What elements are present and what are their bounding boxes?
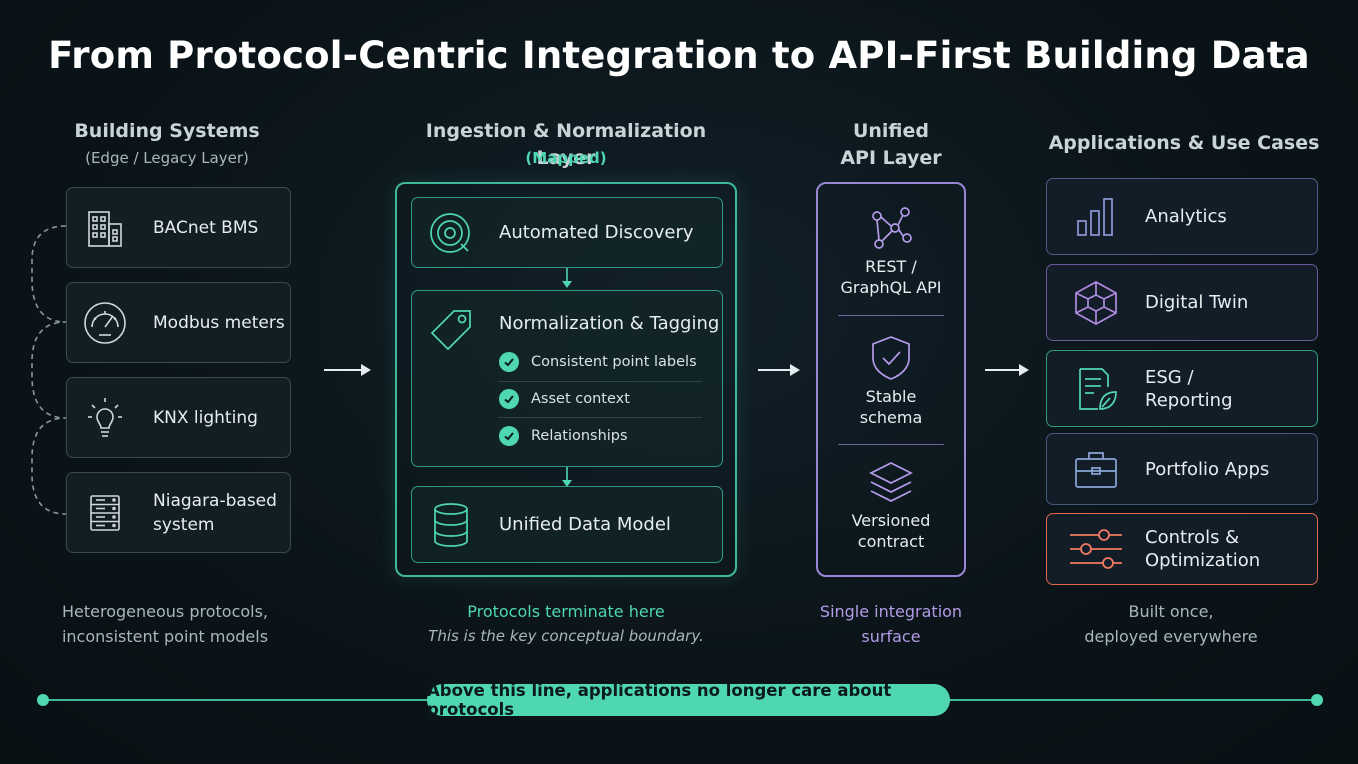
- app-label-line1: Analytics: [1145, 206, 1227, 227]
- graph-nodes-icon: [872, 207, 912, 249]
- database-icon: [434, 503, 468, 547]
- system-card-niagara[interactable]: Niagara-based system: [66, 472, 291, 553]
- checkmark-icon: [499, 389, 519, 409]
- baseline-label: Above this line, applications no longer …: [427, 681, 950, 719]
- checkmark-icon: [499, 426, 519, 446]
- ingestion-layer-panel: Automated Discovery Normalization & Tagg…: [395, 182, 737, 577]
- app-label-line2: Reporting: [1145, 389, 1233, 411]
- divider: [838, 315, 944, 316]
- bar-chart-icon: [1047, 195, 1145, 239]
- divider: [498, 417, 702, 418]
- api-footer-line1: Single integration: [819, 602, 963, 621]
- normalization-tagging-card[interactable]: Normalization & Tagging Consistent point…: [411, 290, 723, 467]
- check-label: Asset context: [531, 391, 630, 407]
- applications-heading: Applications & Use Cases: [1048, 132, 1320, 154]
- gauge-icon: [75, 300, 135, 346]
- ingestion-subheading: (Mapped): [525, 149, 607, 167]
- ingestion-heading: Ingestion & Normalization Layer: [425, 120, 707, 169]
- shield-check-icon: [872, 336, 910, 380]
- data-model-label: Unified Data Model: [499, 514, 671, 535]
- system-card-modbus[interactable]: Modbus meters: [66, 282, 291, 363]
- divider: [498, 381, 702, 382]
- system-label: Modbus meters: [153, 312, 285, 333]
- check-item: Relationships: [499, 426, 628, 446]
- system-label: BACnet BMS: [153, 217, 259, 238]
- app-card-controls-optimization[interactable]: Controls & Optimization: [1046, 513, 1318, 585]
- discovery-label: Automated Discovery: [499, 222, 694, 243]
- check-label: Relationships: [531, 428, 628, 444]
- layers-icon: [869, 462, 913, 502]
- api-layer-panel: REST / GraphQL API Stable schema Version…: [816, 182, 966, 577]
- unified-data-model-card[interactable]: Unified Data Model: [411, 486, 723, 563]
- app-card-esg-reporting[interactable]: ESG / Reporting: [1046, 350, 1318, 427]
- divider: [838, 444, 944, 445]
- building-icon: [75, 206, 135, 250]
- system-label: KNX lighting: [153, 407, 258, 428]
- checkmark-icon: [499, 352, 519, 372]
- sliders-icon: [1047, 527, 1145, 571]
- flow-arrow: [758, 364, 800, 376]
- ingestion-footer-main: Protocols terminate here: [467, 602, 665, 621]
- check-item: Asset context: [499, 389, 630, 409]
- normalization-label: Normalization & Tagging: [499, 313, 720, 334]
- down-arrow-icon: [562, 268, 572, 288]
- api-heading-line2: API Layer: [840, 147, 942, 169]
- api-footer-line2: surface: [861, 627, 921, 646]
- app-label-line1: Digital Twin: [1145, 292, 1249, 313]
- app-card-analytics[interactable]: Analytics: [1046, 178, 1318, 255]
- system-card-knx[interactable]: KNX lighting: [66, 377, 291, 458]
- server-rack-icon: [75, 491, 135, 535]
- api-heading-line1: Unified: [852, 120, 930, 142]
- radar-icon: [430, 213, 470, 253]
- baseline-endpoint-right: [1311, 694, 1323, 706]
- app-label-line1: Controls &: [1145, 527, 1240, 548]
- api-part-line1: Stable: [865, 387, 917, 406]
- api-part-contract[interactable]: Versioned contract: [818, 460, 964, 552]
- api-part-line2: schema: [859, 408, 923, 427]
- building-systems-footer-line2: inconsistent point models: [61, 627, 269, 646]
- api-part-rest[interactable]: REST / GraphQL API: [818, 204, 964, 298]
- applications-footer-line2: deployed everywhere: [1084, 627, 1258, 646]
- automated-discovery-card[interactable]: Automated Discovery: [411, 197, 723, 268]
- api-part-line2: GraphQL API: [840, 278, 942, 297]
- baseline-endpoint-left: [37, 694, 49, 706]
- briefcase-icon: [1047, 447, 1145, 491]
- flow-arrow: [324, 364, 371, 376]
- building-systems-footer-line1: Heterogeneous protocols,: [61, 602, 269, 621]
- check-item: Consistent point labels: [499, 352, 697, 372]
- down-arrow-icon: [562, 467, 572, 487]
- app-card-portfolio-apps[interactable]: Portfolio Apps: [1046, 433, 1318, 505]
- page-title: From Protocol-Centric Integration to API…: [48, 34, 1310, 77]
- app-label-line1: Portfolio Apps: [1145, 458, 1270, 480]
- check-label: Consistent point labels: [531, 354, 697, 370]
- app-label-line2: Optimization: [1145, 550, 1261, 571]
- document-leaf-icon: [1047, 365, 1145, 413]
- ingestion-footer-note: This is the key conceptual boundary.: [428, 627, 704, 645]
- applications-footer-line1: Built once,: [1128, 602, 1214, 621]
- api-part-line1: Versioned: [851, 511, 931, 530]
- cube-icon: [1047, 279, 1145, 327]
- building-systems-heading: Building Systems: [74, 120, 260, 142]
- api-part-line2: contract: [857, 532, 925, 551]
- api-part-line1: REST /: [865, 257, 917, 276]
- app-label-line1: ESG /: [1145, 366, 1194, 388]
- tag-icon: [430, 310, 471, 351]
- lightbulb-icon: [75, 395, 135, 441]
- system-label: Niagara-based system: [153, 490, 277, 535]
- system-connector-bracket: [31, 225, 67, 515]
- api-part-schema[interactable]: Stable schema: [818, 334, 964, 428]
- flow-arrow: [985, 364, 1029, 376]
- app-card-digital-twin[interactable]: Digital Twin: [1046, 264, 1318, 341]
- building-systems-subheading: (Edge / Legacy Layer): [85, 149, 249, 167]
- system-card-bacnet[interactable]: BACnet BMS: [66, 187, 291, 268]
